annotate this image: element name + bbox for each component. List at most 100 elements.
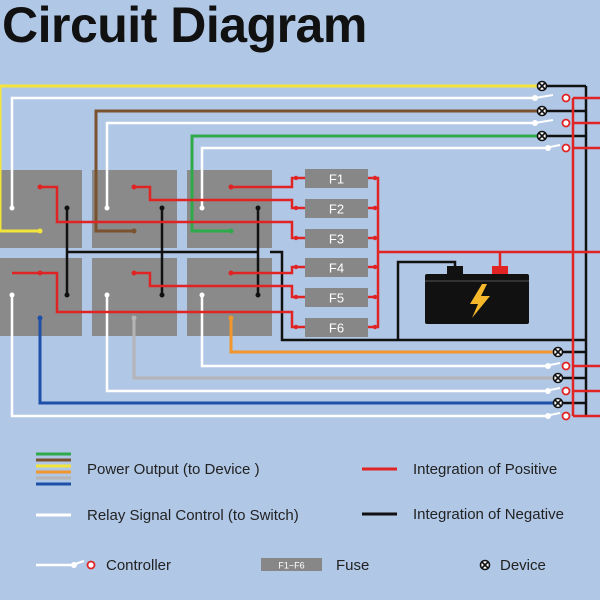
fuse-terminal-dot [372, 175, 378, 181]
legend-controller: Controller [106, 557, 172, 574]
fuse-block: F1 F2 F3 F4 F5 F6 [293, 169, 378, 337]
svg-text:F4: F4 [329, 261, 344, 276]
terminal-dot [9, 292, 15, 298]
blue-wire [38, 318, 558, 405]
fuse-terminal-dot [293, 205, 299, 211]
battery-icon [425, 266, 529, 324]
terminal-dot [37, 184, 43, 190]
switch-icon [36, 560, 96, 570]
svg-text:F5: F5 [329, 291, 344, 306]
terminal-dot [159, 292, 165, 298]
fuse-f1: F1 [305, 169, 368, 188]
fuse-terminal-dot [372, 264, 378, 270]
switch-icon [544, 361, 571, 371]
legend-positive: Integration of Positive [413, 461, 558, 478]
fuse-terminal-dot [372, 324, 378, 330]
controllers [532, 93, 571, 421]
device-x-icon [536, 130, 548, 142]
terminal-dot [228, 184, 234, 190]
fuse-f2: F2 [305, 199, 368, 218]
legend-fuse: Fuse [336, 557, 370, 574]
terminal-dot [199, 292, 205, 298]
terminal-dot [228, 228, 234, 234]
terminal-dot [131, 184, 137, 190]
fuse-terminal-dot [372, 205, 378, 211]
terminal-dot [131, 228, 137, 234]
terminal-dot [131, 315, 137, 321]
device-x-icon [552, 397, 564, 409]
device-x-icon [536, 105, 548, 117]
positive-wires [12, 96, 600, 418]
terminal-dot [104, 205, 110, 211]
fuse-f6: F6 [305, 318, 368, 337]
terminal-dot [37, 315, 43, 321]
signal-wire-2 [105, 121, 535, 208]
signal-wire-5 [105, 295, 545, 393]
legend-power-output: Power Output (to Device ) [87, 461, 260, 478]
device-x-icon [479, 559, 491, 571]
device-x-icon [552, 346, 564, 358]
power-output-swatch [36, 452, 71, 486]
power-output-wires [0, 84, 558, 405]
switch-icon [544, 411, 571, 421]
terminal-dot [255, 205, 261, 211]
fuse-f3: F3 [305, 229, 368, 248]
fuse-terminal-dot [293, 235, 299, 241]
fuse-f4: F4 [305, 258, 368, 277]
gray-wire [132, 318, 558, 380]
fuse-terminal-dot [372, 294, 378, 300]
terminal-dot [37, 270, 43, 276]
legend-device: Device [500, 557, 546, 574]
signal-wires [10, 96, 545, 418]
switch-icon [532, 118, 571, 128]
terminal-dot [104, 292, 110, 298]
terminal-dot [64, 292, 70, 298]
fuse-terminal-dot [372, 235, 378, 241]
yellow-wire [0, 84, 542, 233]
legend-negative: Integration of Negative [413, 506, 564, 523]
signal-wire-6 [200, 295, 545, 368]
fuse-f5: F5 [305, 288, 368, 307]
svg-text:F3: F3 [329, 232, 344, 247]
terminal-dot [37, 228, 43, 234]
signal-wire-3 [200, 146, 545, 208]
terminal-dot [9, 205, 15, 211]
terminal-dot [228, 315, 234, 321]
fuse-terminal-dot [293, 294, 299, 300]
negative-to-bus [270, 250, 586, 342]
relay-terminals [9, 184, 261, 321]
terminal-dot [255, 292, 261, 298]
switch-icon [532, 93, 571, 103]
svg-text:F1~F6: F1~F6 [278, 561, 304, 571]
svg-text:F1: F1 [329, 172, 344, 187]
signal-wire-1 [10, 96, 535, 208]
page-title: Circuit Diagram [2, 0, 367, 53]
fuse-terminal-dot [293, 175, 299, 181]
signal-wire-4 [10, 295, 545, 418]
svg-text:F6: F6 [329, 321, 344, 336]
positive-relay-6-out [231, 265, 305, 275]
fuse-chip: F1~F6 [261, 558, 322, 571]
lightning-bolt-icon [470, 284, 490, 318]
fuse-terminal-dot [293, 264, 299, 270]
terminal-dot [131, 270, 137, 276]
positive-fuse-bus [368, 176, 380, 329]
svg-text:F2: F2 [329, 202, 344, 217]
terminal-dot [199, 205, 205, 211]
device-x-icon [536, 80, 548, 92]
fuse-terminal-dot [293, 324, 299, 330]
terminal-dot [228, 270, 234, 276]
devices [536, 80, 564, 409]
device-x-icon [552, 372, 564, 384]
legend-relay-signal: Relay Signal Control (to Switch) [87, 507, 299, 524]
switch-icon [544, 143, 571, 153]
green-wire [190, 134, 542, 233]
brown-wire [94, 109, 542, 233]
terminal-dot [159, 205, 165, 211]
negative-battery [396, 260, 457, 340]
switch-icon [544, 386, 571, 396]
positive-relay-3-out [231, 176, 305, 189]
orange-wire [229, 318, 558, 354]
